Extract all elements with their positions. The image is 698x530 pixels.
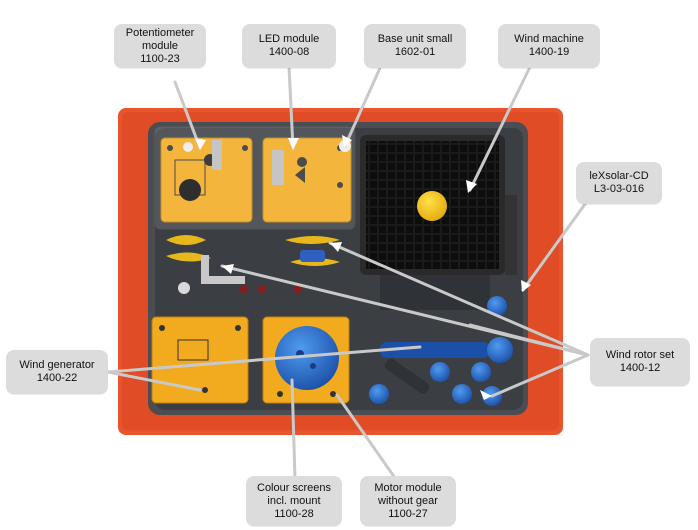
potentiometer-module xyxy=(160,137,253,223)
label-led-name: LED module xyxy=(258,33,320,45)
label-wind-generator: Wind generator 1400-22 xyxy=(6,350,108,394)
leader-motor xyxy=(335,393,397,480)
label-wind-machine-code: 1400-19 xyxy=(528,46,570,58)
label-wind-generator-code: 1400-22 xyxy=(36,372,78,384)
leader-lines xyxy=(106,65,590,480)
leader-potentiometer xyxy=(173,80,202,150)
label-wind-rotor-set-name: Wind rotor set xyxy=(605,349,675,361)
label-lexsolar-cd: leXsolar-CD L3-03-016 xyxy=(576,162,662,204)
leader-wind-generator-2 xyxy=(106,370,202,392)
label-wind-rotor-set-code: 1400-12 xyxy=(619,362,661,374)
label-colour-screens: Colour screens incl. mount 1100-28 xyxy=(246,476,342,526)
leader-rotor-1 xyxy=(328,241,590,357)
label-potentiometer-name: Potentiometer module xyxy=(125,26,195,52)
label-motor-module-code: 1100-27 xyxy=(388,507,428,520)
label-base-unit-code: 1602-01 xyxy=(394,46,436,58)
leader-cd xyxy=(521,198,590,292)
label-lexsolar-cd-code: L3-03-016 xyxy=(593,183,645,195)
leader-rotor-4 xyxy=(490,353,590,398)
base-unit-small xyxy=(154,126,356,230)
label-wind-rotor-set: Wind rotor set 1400-12 xyxy=(590,338,690,386)
leader-rotor-3 xyxy=(468,323,590,357)
leader-led xyxy=(287,65,295,150)
label-led-code: 1400-08 xyxy=(268,46,310,58)
leader-wind-machine xyxy=(468,65,532,192)
label-motor-module: Motor module without gear 1100-27 xyxy=(360,476,456,526)
leader-base-unit xyxy=(343,66,382,148)
label-colour-screens-code: 1100-28 xyxy=(274,507,314,520)
led-module xyxy=(262,137,352,223)
label-wind-machine-name: Wind machine xyxy=(514,33,584,45)
leader-wind-generator-1 xyxy=(106,345,422,374)
label-wind-machine: Wind machine 1400-19 xyxy=(498,24,600,68)
rotor-blades xyxy=(166,235,340,294)
wind-machine xyxy=(360,135,517,310)
label-base-unit-small: Base unit small 1602-01 xyxy=(364,24,466,68)
label-lexsolar-cd-name: leXsolar-CD xyxy=(589,170,649,182)
label-colour-screens-name: Colour screens incl. mount xyxy=(257,481,331,507)
label-led-module: LED module 1400-08 xyxy=(242,24,336,68)
leader-arrowheads xyxy=(195,135,531,400)
label-potentiometer-code: 1100-23 xyxy=(140,52,180,65)
colour-screens xyxy=(275,326,339,390)
label-wind-generator-name: Wind generator xyxy=(19,359,95,371)
label-base-unit-name: Base unit small xyxy=(377,33,453,45)
leader-colour-screens xyxy=(290,378,297,480)
label-potentiometer-module: Potentiometer module 1100-23 xyxy=(114,24,206,68)
label-motor-module-name: Motor module without gear xyxy=(374,481,442,507)
